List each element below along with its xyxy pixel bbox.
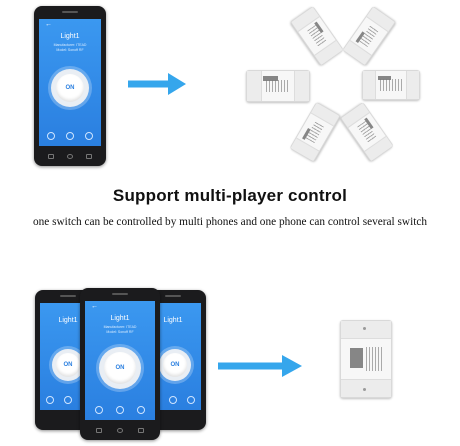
settings-icon[interactable] bbox=[137, 406, 145, 414]
right-arrow-icon bbox=[218, 355, 302, 377]
home-key-icon bbox=[117, 428, 123, 433]
share-icon[interactable] bbox=[95, 406, 103, 414]
app-info-manufacturer: Manufacturer: ITEAD bbox=[103, 325, 137, 329]
heading: Support multi-player control bbox=[112, 186, 348, 205]
phone-nav-keys bbox=[34, 154, 106, 160]
app-title: Light1 bbox=[163, 317, 183, 324]
app-title: Light1 bbox=[110, 315, 130, 322]
switch-device-left bbox=[246, 70, 310, 102]
app-screen: ← Light1 Manufacturer: ITEAD Model: Sono… bbox=[85, 301, 155, 420]
share-icon[interactable] bbox=[46, 396, 54, 404]
power-button-icon[interactable]: ON bbox=[99, 347, 141, 389]
on-label: ON bbox=[104, 352, 136, 384]
description: one switch can be controlled by multi ph… bbox=[32, 216, 428, 228]
back-key-icon bbox=[48, 154, 54, 159]
power-button-icon[interactable]: ON bbox=[51, 69, 89, 107]
switch-device-single bbox=[340, 320, 392, 398]
timer-icon[interactable] bbox=[64, 396, 72, 404]
on-label: ON bbox=[163, 353, 187, 377]
settings-icon[interactable] bbox=[85, 132, 93, 140]
app-info-model: Model: Sonoff RF bbox=[56, 48, 84, 52]
menu-key-icon bbox=[86, 154, 92, 159]
menu-key-icon bbox=[138, 428, 144, 433]
on-label: ON bbox=[56, 353, 80, 377]
app-bar: ← bbox=[91, 303, 98, 310]
app-tabbar bbox=[39, 132, 101, 142]
switch-device-bottom-right bbox=[340, 101, 394, 163]
app-title: Light1 bbox=[60, 33, 80, 40]
app-bar: ← bbox=[45, 21, 52, 28]
switch-device-top bbox=[290, 5, 344, 67]
timer-icon[interactable] bbox=[169, 396, 177, 404]
home-key-icon bbox=[67, 154, 73, 159]
right-arrow-icon bbox=[128, 73, 186, 95]
switch-device-bottom-left bbox=[289, 101, 341, 163]
app-info-manufacturer: Manufacturer: ITEAD bbox=[53, 43, 87, 47]
top-phone: ← Light1 Manufacturer: ITEAD Model: Sono… bbox=[34, 6, 106, 166]
switch-device-right bbox=[362, 70, 420, 100]
power-button-icon[interactable]: ON bbox=[52, 349, 84, 381]
timer-icon[interactable] bbox=[66, 132, 74, 140]
app-info-model: Model: Sonoff RF bbox=[106, 330, 134, 334]
bottom-phone-center: ← Light1 Manufacturer: ITEAD Model: Sono… bbox=[80, 288, 160, 440]
phone-speaker bbox=[62, 11, 78, 13]
power-button-icon[interactable]: ON bbox=[159, 349, 191, 381]
on-label: ON bbox=[56, 74, 84, 102]
share-icon[interactable] bbox=[47, 132, 55, 140]
app-title: Light1 bbox=[58, 317, 78, 324]
back-key-icon bbox=[96, 428, 102, 433]
timer-icon[interactable] bbox=[116, 406, 124, 414]
settings-icon[interactable] bbox=[187, 396, 195, 404]
switch-device-top-right bbox=[342, 5, 396, 67]
app-screen: ← Light1 Manufacturer: ITEAD Model: Sono… bbox=[39, 19, 101, 146]
